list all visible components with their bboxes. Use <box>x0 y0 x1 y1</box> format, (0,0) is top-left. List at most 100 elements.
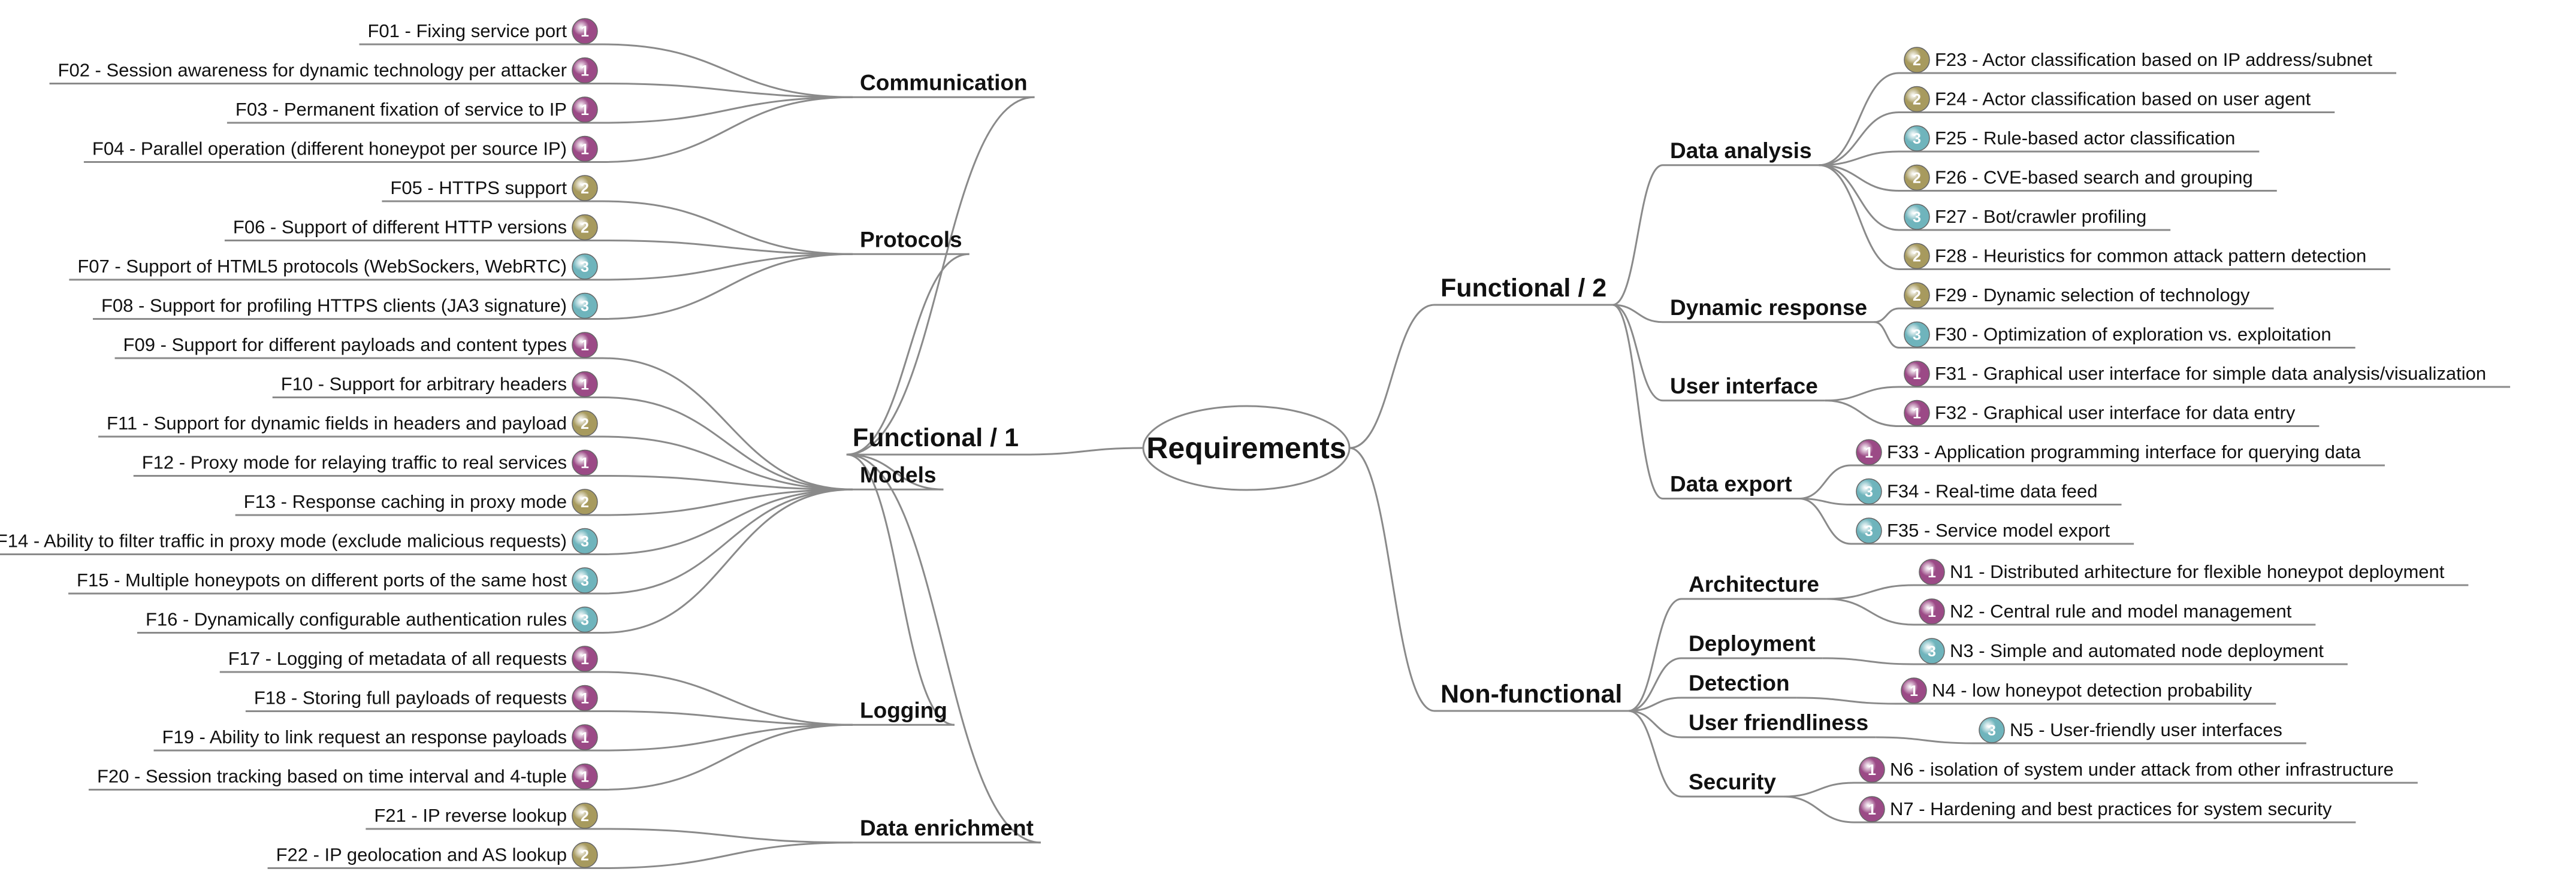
priority-number: 3 <box>1865 523 1873 540</box>
requirement-item[interactable]: F30 - Optimization of exploration vs. ex… <box>1935 324 2332 345</box>
requirement-item[interactable]: F12 - Proxy mode for relaying traffic to… <box>142 452 567 473</box>
group-connector <box>1628 697 1682 712</box>
priority-badge: 1 <box>1859 796 1885 822</box>
group-connector <box>1628 710 1682 798</box>
group-label-data-enrichment[interactable]: Data enrichment <box>860 816 1034 840</box>
group-label-user-interface[interactable]: User interface <box>1670 374 1818 398</box>
requirement-item[interactable]: F09 - Support for different payloads and… <box>123 334 567 355</box>
requirement-item[interactable]: F05 - HTTPS support <box>390 177 567 198</box>
requirement-item[interactable]: F08 - Support for profiling HTTPS client… <box>101 295 567 316</box>
item-connector <box>1826 584 1914 600</box>
requirement-item[interactable]: F15 - Multiple honeypots on different po… <box>77 570 567 591</box>
group-label-dynamic-response[interactable]: Dynamic response <box>1670 295 1867 320</box>
priority-circle <box>1919 559 1945 585</box>
group-label-protocols[interactable]: Protocols <box>860 227 962 252</box>
branch-label-0[interactable]: Functional / 1 <box>853 423 1019 452</box>
requirement-item[interactable]: F29 - Dynamic selection of technology <box>1935 284 2250 305</box>
requirement-item[interactable]: N3 - Simple and automated node deploymen… <box>1950 640 2324 661</box>
group-connector <box>846 453 1041 844</box>
item-connector <box>602 200 853 255</box>
priority-number: 3 <box>581 573 589 589</box>
requirement-item[interactable]: N5 - User-friendly user interfaces <box>2010 719 2282 740</box>
requirement-item[interactable]: F10 - Support for arbitrary headers <box>281 374 567 395</box>
group-label-architecture[interactable]: Architecture <box>1689 572 1819 597</box>
priority-number: 2 <box>1913 170 1921 187</box>
requirement-item[interactable]: F33 - Application programming interface … <box>1887 441 2361 462</box>
requirement-item[interactable]: F13 - Response caching in proxy mode <box>244 491 567 512</box>
requirement-item[interactable]: F34 - Real-time data feed <box>1887 481 2098 502</box>
group-label-data-analysis[interactable]: Data analysis <box>1670 138 1812 163</box>
requirement-item[interactable]: F21 - IP reverse lookup <box>374 805 567 826</box>
requirement-item[interactable]: F18 - Storing full payloads of requests <box>254 688 567 709</box>
requirement-item[interactable]: F02 - Session awareness for dynamic tech… <box>58 60 567 81</box>
requirement-item[interactable]: F01 - Fixing service port <box>368 20 567 41</box>
item-connector <box>602 488 853 595</box>
requirement-item[interactable]: F03 - Permanent fixation of service to I… <box>235 99 567 120</box>
priority-number: 2 <box>581 847 589 864</box>
priority-number: 3 <box>1988 722 1996 739</box>
group-label-communication[interactable]: Communication <box>860 70 1028 95</box>
requirement-item[interactable]: F31 - Graphical user interface for simpl… <box>1935 363 2486 384</box>
group-label-models[interactable]: Models <box>860 462 936 487</box>
priority-number: 3 <box>581 259 589 276</box>
requirement-item[interactable]: N6 - isolation of system under attack fr… <box>1890 759 2394 780</box>
requirement-item[interactable]: F22 - IP geolocation and AS lookup <box>276 844 567 865</box>
group-label-user-friendliness[interactable]: User friendliness <box>1689 710 1868 735</box>
branch-label-1[interactable]: Functional / 2 <box>1440 274 1606 302</box>
priority-number: 1 <box>1928 564 1936 581</box>
group-label-deployment[interactable]: Deployment <box>1689 631 1816 656</box>
requirement-item[interactable]: F26 - CVE-based search and grouping <box>1935 167 2253 188</box>
priority-circle <box>572 685 598 712</box>
priority-badge: 3 <box>572 528 598 555</box>
requirement-item[interactable]: N4 - low honeypot detection probability <box>1932 680 2252 701</box>
priority-number: 3 <box>1913 131 1921 147</box>
item-connector <box>602 671 853 726</box>
requirement-item[interactable]: F28 - Heuristics for common attack patte… <box>1935 246 2366 267</box>
priority-number: 2 <box>1913 287 1921 304</box>
requirement-item[interactable]: F25 - Rule-based actor classification <box>1935 128 2235 149</box>
requirement-item[interactable]: F17 - Logging of metadata of all request… <box>228 648 567 669</box>
group-label-security[interactable]: Security <box>1689 770 1776 794</box>
requirement-item[interactable]: F20 - Session tracking based on time int… <box>97 766 567 787</box>
branch-label-2[interactable]: Non-functional <box>1440 680 1622 709</box>
priority-circle <box>1919 638 1945 664</box>
requirement-item[interactable]: F27 - Bot/crawler profiling <box>1935 206 2146 227</box>
requirement-item[interactable]: F19 - Ability to link request an respons… <box>162 726 567 747</box>
requirement-item[interactable]: F16 - Dynamically configurable authentic… <box>146 609 567 630</box>
requirement-item[interactable]: F35 - Service model export <box>1887 520 2110 541</box>
group-connector <box>846 453 955 726</box>
priority-number: 1 <box>581 729 589 746</box>
requirement-item[interactable]: F32 - Graphical user interface for data … <box>1935 402 2296 423</box>
priority-badge: 1 <box>1859 756 1885 783</box>
priority-circle <box>1901 677 1927 704</box>
requirement-item[interactable]: N7 - Hardening and best practices for sy… <box>1890 798 2332 819</box>
item-connector <box>1825 399 1899 427</box>
requirement-item[interactable]: F06 - Support of different HTTP versions <box>233 217 567 238</box>
item-connector <box>1783 795 1855 824</box>
priority-badge: 1 <box>572 724 598 750</box>
priority-number: 3 <box>581 298 589 315</box>
requirement-item[interactable]: F14 - Ability to filter traffic in proxy… <box>0 531 567 552</box>
root-connector <box>1349 304 1435 449</box>
requirement-item[interactable]: N2 - Central rule and model management <box>1950 601 2292 622</box>
group-connector <box>1628 598 1682 712</box>
group-label-logging[interactable]: Logging <box>860 698 947 722</box>
item-connector <box>1819 72 1899 166</box>
requirement-item[interactable]: F23 - Actor classification based on IP a… <box>1935 49 2372 70</box>
requirement-item[interactable]: F24 - Actor classification based on user… <box>1935 89 2311 110</box>
item-connector <box>1796 697 1896 705</box>
requirement-item[interactable]: F07 - Support of HTML5 protocols (WebSoc… <box>77 256 567 277</box>
requirement-item[interactable]: N1 - Distributed arhitecture for flexibl… <box>1950 561 2445 582</box>
group-label-detection[interactable]: Detection <box>1689 671 1790 695</box>
priority-circle <box>572 18 598 44</box>
priority-circle <box>572 489 598 515</box>
requirement-item[interactable]: F04 - Parallel operation (different hone… <box>92 138 567 159</box>
item-connector <box>602 723 853 752</box>
requirement-item[interactable]: F11 - Support for dynamic fields in head… <box>107 413 567 434</box>
priority-number: 1 <box>1913 366 1921 383</box>
priority-circle <box>1856 439 1882 465</box>
priority-circle <box>1904 321 1930 348</box>
group-label-data-export[interactable]: Data export <box>1670 472 1792 497</box>
root-node[interactable]: Requirements <box>1142 405 1351 491</box>
priority-badge: 1 <box>572 371 598 398</box>
